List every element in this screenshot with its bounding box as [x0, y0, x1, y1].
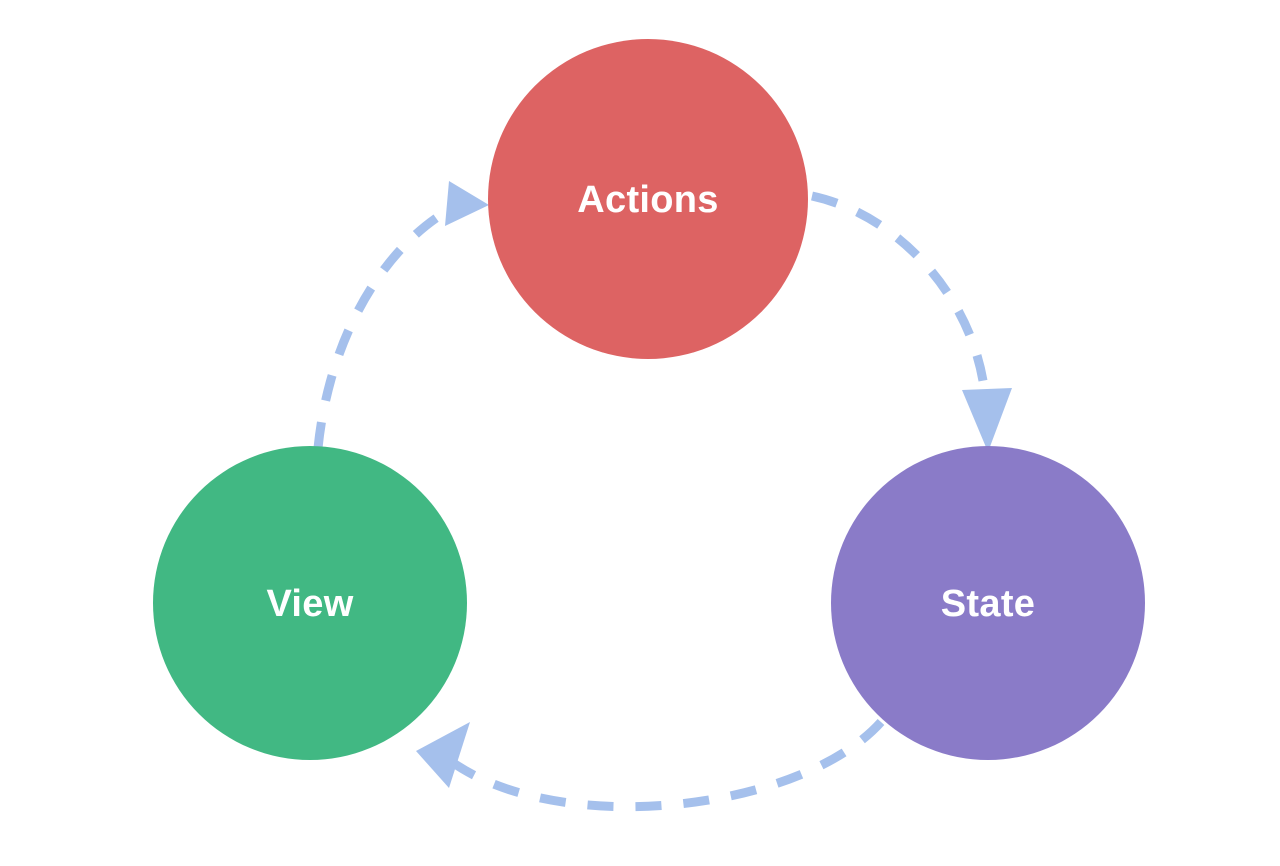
node-actions[interactable]: Actions [488, 39, 808, 359]
arrow-head-into-state [962, 388, 1012, 452]
node-view-label: View [266, 583, 353, 625]
node-state-circle[interactable] [831, 446, 1145, 760]
edge-state-to-view [416, 718, 885, 812]
edges-layer [313, 181, 1012, 812]
edge-actions-to-state [811, 191, 1012, 452]
node-state-label: State [941, 583, 1035, 625]
edge-path-actions-to-state [811, 191, 990, 396]
node-view-circle[interactable] [153, 446, 467, 760]
edge-path-state-to-view [449, 718, 885, 812]
arrow-head-into-view [416, 722, 470, 788]
edge-path-view-to-actions [313, 199, 462, 449]
node-state[interactable]: State [831, 446, 1145, 760]
arrow-head-into-actions [445, 181, 489, 226]
nodes-layer: Actions State View [153, 39, 1145, 760]
node-view[interactable]: View [153, 446, 467, 760]
edge-view-to-actions [313, 181, 489, 449]
node-actions-label: Actions [577, 179, 718, 221]
node-actions-circle[interactable] [488, 39, 808, 359]
